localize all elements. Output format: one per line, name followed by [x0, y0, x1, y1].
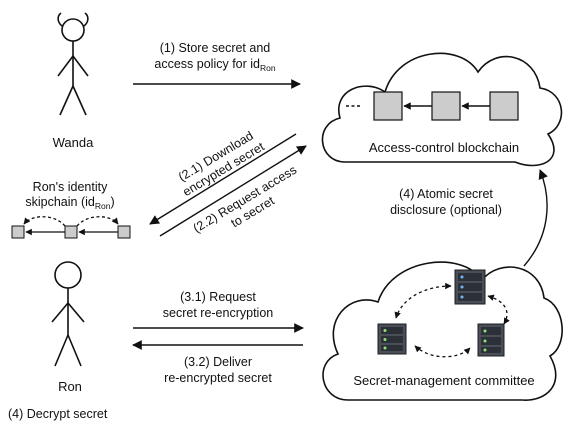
ron-icon	[51, 261, 85, 367]
wanda-label: Wanda	[53, 135, 94, 150]
arrow-atomic-disclosure	[523, 169, 548, 267]
step-3-1-line1: (3.1) Request	[180, 290, 256, 304]
server-icon-left	[377, 323, 407, 355]
committee-links	[394, 282, 510, 358]
step-3-1-line2: secret re-encryption	[163, 306, 274, 320]
skip-block-2	[64, 225, 78, 239]
blockchain-blocks	[346, 91, 519, 121]
arrow-download-encrypted	[149, 133, 297, 225]
step-4-atomic-line1: (4) Atomic secret	[399, 187, 493, 201]
step-4-atomic-line2: disclosure (optional)	[390, 203, 502, 217]
block-2	[431, 91, 461, 121]
skip-block-1	[11, 225, 25, 239]
step-1-line2: access policy for idRon	[154, 57, 275, 73]
committee-label: Secret-management committee	[353, 373, 534, 388]
arrow-request-access	[159, 145, 307, 237]
server-icon-top	[454, 269, 486, 305]
server-icon-right	[477, 323, 505, 357]
step-4-decrypt: (4) Decrypt secret	[8, 407, 108, 421]
block-1	[373, 91, 403, 121]
skipchain-blocks	[11, 216, 131, 239]
step-3-2-line1: (3.2) Deliver	[184, 355, 252, 369]
skip-block-3	[117, 225, 131, 239]
step-1-line1: (1) Store secret and	[160, 41, 271, 55]
skipchain-label-line2: skipchain (idRon)	[25, 195, 114, 211]
blockchain-label: Access-control blockchain	[369, 140, 519, 155]
step-3-2-line2: re-encrypted secret	[164, 371, 272, 385]
block-3	[489, 91, 519, 121]
wanda-icon	[57, 12, 89, 116]
skipchain-label-line1: Ron's identity	[33, 180, 108, 194]
ron-label: Ron	[58, 379, 82, 394]
